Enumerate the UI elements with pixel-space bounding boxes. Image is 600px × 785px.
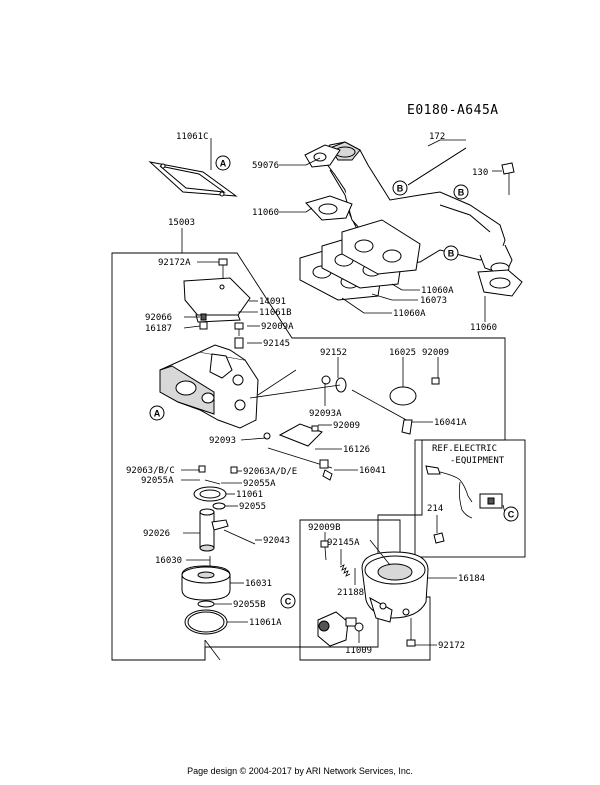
label-92055: 92055: [239, 502, 266, 512]
cover-14091: [183, 277, 251, 323]
label-92093: 92093: [209, 436, 236, 446]
label-16126: 16126: [343, 445, 370, 455]
label-11060a-1: 11060A: [421, 286, 454, 296]
svg-text:A: A: [220, 159, 227, 169]
part-labels: 11061C 172 59076 130 11060 15003 11060A …: [126, 132, 505, 656]
label-92093a: 92093A: [309, 409, 342, 419]
label-92172a: 92172A: [158, 258, 191, 268]
label-11061c: 11061C: [176, 132, 209, 142]
solenoid-21188: [317, 611, 364, 647]
label-92063bc: 92063/B/C: [126, 466, 175, 476]
copyright-footer: Page design © 2004-2017 by ARI Network S…: [187, 766, 413, 776]
label-92055b: 92055B: [233, 600, 266, 610]
screw-92172: [406, 618, 416, 647]
callout-a-top: A: [215, 155, 231, 171]
plate-16126: [263, 423, 323, 447]
label-92066: 92066: [145, 313, 172, 323]
o-rings: [184, 600, 228, 635]
callout-c-right: C: [503, 506, 519, 522]
gasket-11060-bottom: [477, 269, 523, 297]
label-21188: 21188: [337, 588, 364, 598]
screw-92172a: [218, 258, 228, 278]
harness: [425, 465, 503, 544]
label-92145: 92145: [263, 339, 290, 349]
throttle-shaft-16041a: [321, 375, 440, 435]
svg-text:B: B: [448, 249, 455, 259]
shaft-16041: [267, 447, 333, 481]
label-11061: 11061: [236, 490, 263, 500]
label-92009-mid: 92009: [333, 421, 360, 431]
label-11060-top: 11060: [252, 208, 279, 218]
label-92009-top: 92009: [422, 348, 449, 358]
svg-text:A: A: [154, 409, 161, 419]
stud-172: [407, 147, 467, 186]
callout-b-1: B: [392, 180, 408, 196]
callout-a-left: A: [149, 405, 165, 421]
screw-92009a: [234, 322, 244, 349]
ref-note-line2: -EQUIPMENT: [450, 456, 505, 466]
label-92063ade: 92063A/D/E: [243, 467, 297, 477]
label-59076: 59076: [252, 161, 279, 171]
callout-b-2: B: [453, 184, 469, 200]
label-92152: 92152: [320, 348, 347, 358]
jets-92063: [198, 465, 238, 485]
label-214: 214: [427, 504, 443, 514]
label-16187: 16187: [145, 324, 172, 334]
leader-lines: [181, 138, 506, 661]
svg-text:B: B: [458, 188, 465, 198]
label-16041a: 16041A: [434, 418, 467, 428]
label-16073: 16073: [420, 296, 447, 306]
gasket-11061: [193, 486, 227, 510]
ref-note-line1: REF.ELECTRIC: [432, 444, 497, 454]
svg-text:B: B: [397, 184, 404, 194]
label-11060-bottom: 11060: [470, 323, 497, 333]
svg-text:C: C: [285, 597, 292, 607]
float-bowl-16031: [181, 556, 231, 601]
gasket-11061c: [148, 161, 238, 197]
carburetor-body: [159, 344, 259, 429]
label-16184: 16184: [458, 574, 485, 584]
label-16041: 16041: [359, 466, 386, 476]
spacer-gasket-stack: [299, 219, 421, 301]
label-172: 172: [429, 132, 445, 142]
housing-16184: [361, 551, 429, 623]
bolt-130: [501, 162, 515, 195]
jet-92066: [199, 313, 208, 330]
gasket-11060-top: [305, 195, 353, 221]
label-11061b: 11061B: [259, 308, 292, 318]
screw-92009b: [320, 540, 351, 577]
label-15003: 15003: [168, 218, 195, 228]
label-92055a-left: 92055A: [141, 476, 174, 486]
label-14091: 14091: [259, 297, 286, 307]
label-92009b: 92009B: [308, 523, 341, 533]
label-16030: 16030: [155, 556, 182, 566]
label-92043: 92043: [263, 536, 290, 546]
label-16025: 16025: [389, 348, 416, 358]
label-92009a: 92009A: [261, 322, 294, 332]
label-92145a: 92145A: [327, 538, 360, 548]
ref-electric-box: [414, 439, 526, 558]
diagram-code: E0180-A645A: [407, 103, 499, 118]
label-11009: 11009: [345, 646, 372, 656]
label-11060a-2: 11060A: [393, 309, 426, 319]
label-92026: 92026: [143, 529, 170, 539]
svg-text:C: C: [508, 510, 515, 520]
label-130: 130: [472, 168, 488, 178]
label-11061a: 11061A: [249, 618, 282, 628]
callout-c-bottom: C: [280, 593, 296, 609]
fuel-shutoff-kit-box: [299, 519, 431, 661]
label-16031: 16031: [245, 579, 272, 589]
label-92055a-right: 92055A: [243, 479, 276, 489]
float-92026: [199, 508, 256, 552]
callout-b-3: B: [443, 245, 459, 261]
label-92172: 92172: [438, 641, 465, 651]
